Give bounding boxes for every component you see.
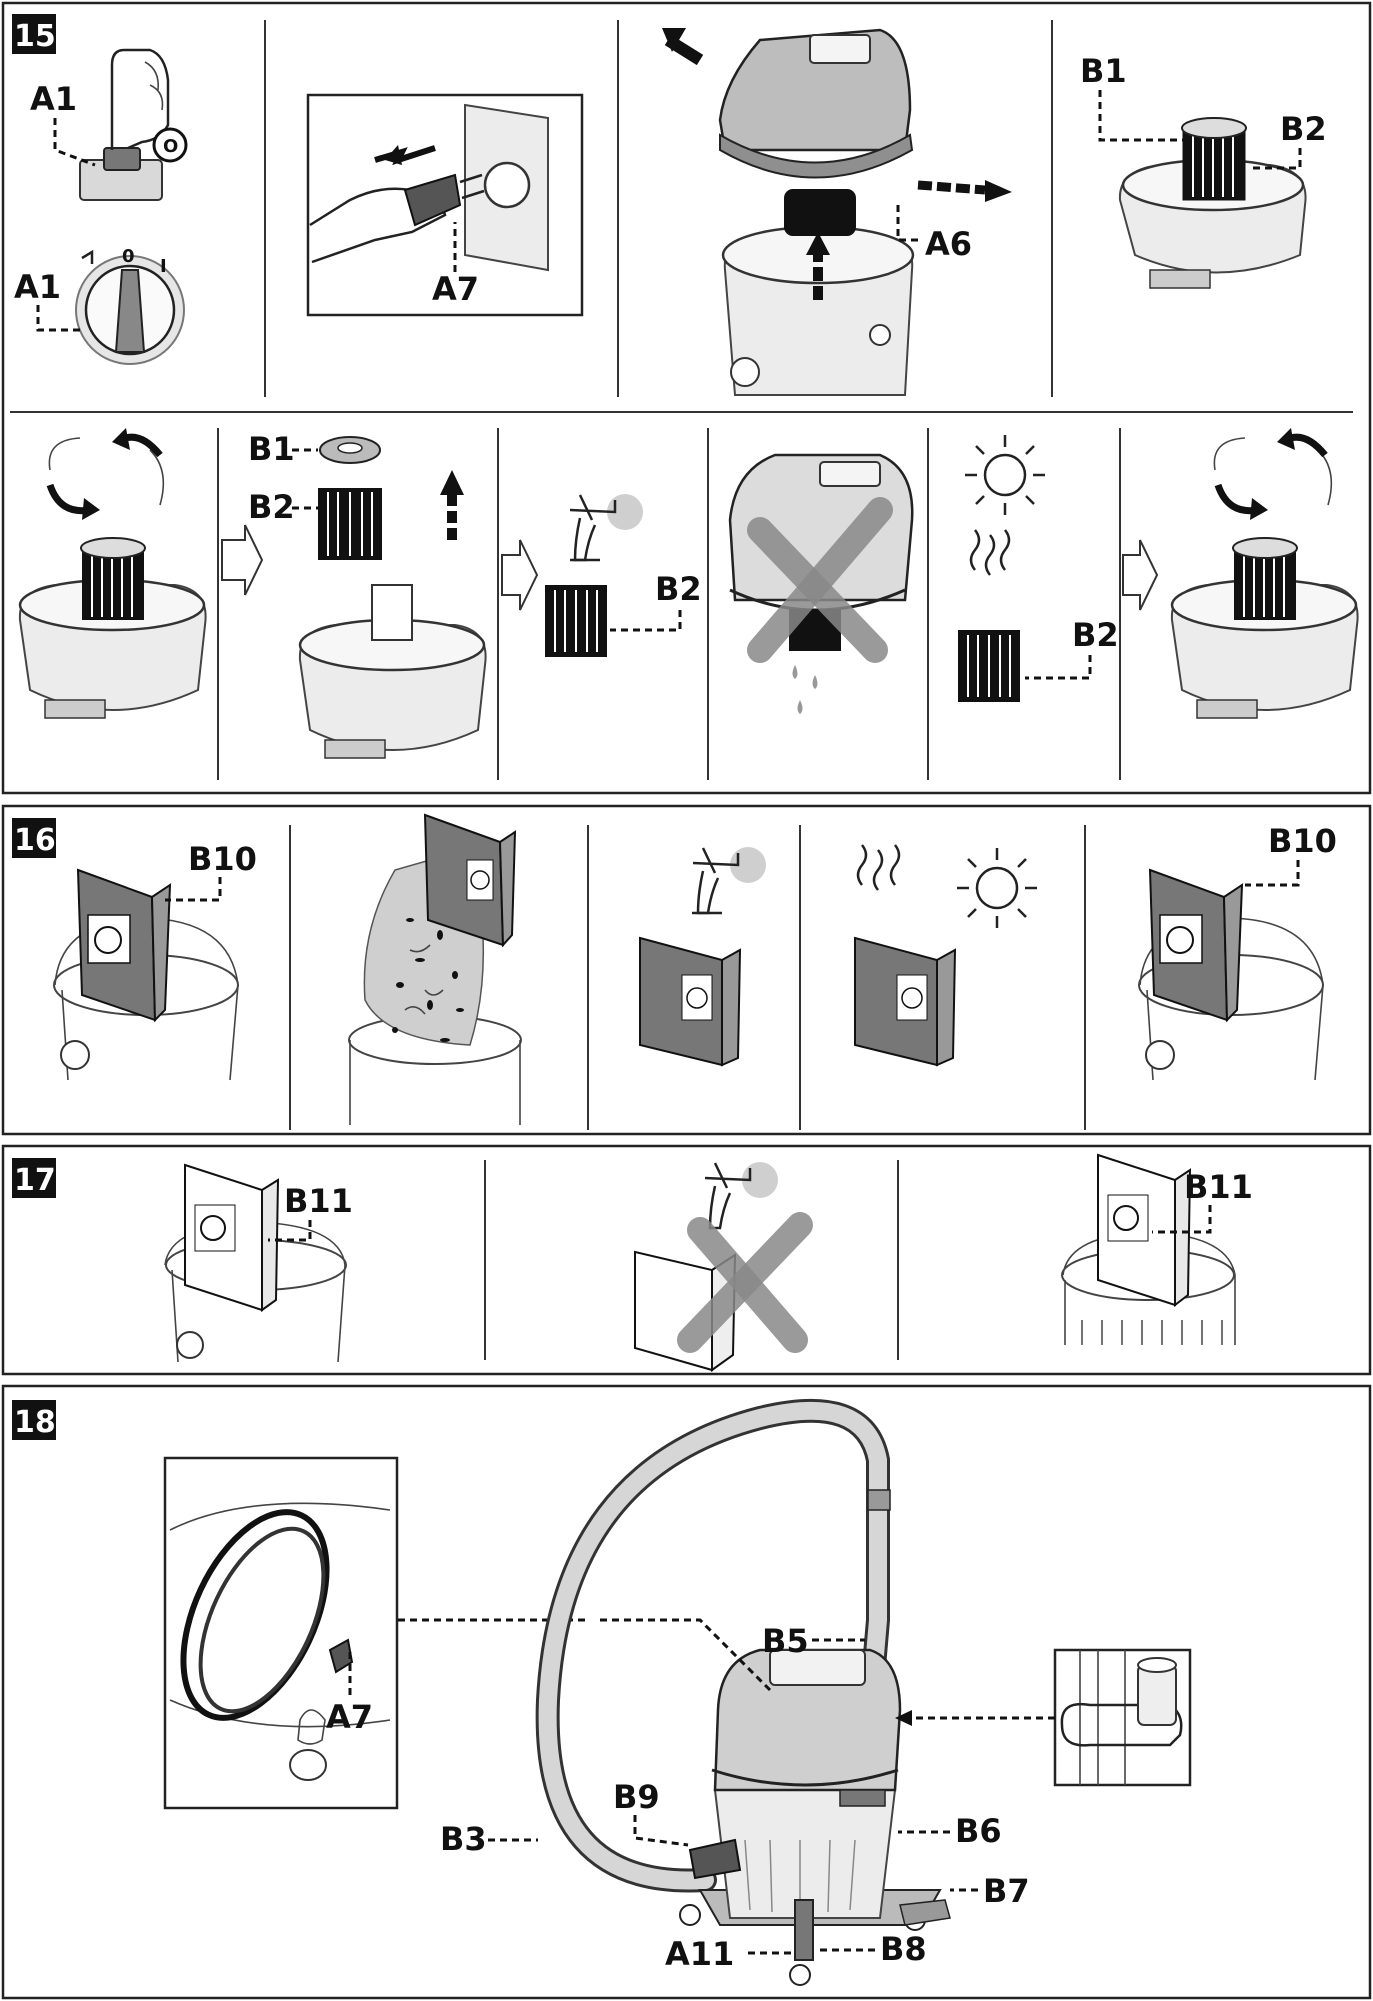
- holder-icon: [1053, 1648, 1192, 1787]
- label-b2-r2: B2: [248, 488, 295, 526]
- section-15: 15 O A1 0 I A1: [1, 1, 1372, 795]
- cartridge-filter-icon: [958, 630, 1020, 702]
- label-b7: B7: [983, 1872, 1030, 1910]
- cartridge-filter-icon: [1118, 117, 1307, 289]
- label-b5: B5: [762, 1622, 809, 1660]
- heat-waves-icon: [856, 844, 901, 891]
- section-18-badge: [12, 1400, 56, 1440]
- next-step-arrow-icon: [221, 524, 264, 596]
- off-symbol: O: [163, 136, 178, 157]
- label-a7-cord: A7: [326, 1698, 373, 1736]
- label-b11-p1: B11: [284, 1182, 353, 1220]
- dust-bag-icon: [164, 1163, 347, 1363]
- label-a1-top: A1: [30, 80, 77, 118]
- empty-bag-icon: [348, 813, 522, 1125]
- label-b11-p3: B11: [1184, 1168, 1253, 1206]
- sun-icon: [957, 848, 1037, 928]
- label-b2-p4: B2: [1280, 110, 1327, 148]
- label-b8: B8: [880, 1930, 927, 1968]
- rotate-arrow-icon: [1213, 428, 1333, 520]
- vacuum-cleaner-body: [679, 1648, 951, 1986]
- section-16: 16 B10: [1, 804, 1372, 1136]
- dust-bag-icon: [1138, 868, 1324, 1081]
- cartridge-filter-icon: [18, 537, 207, 719]
- dial-one: I: [160, 256, 167, 277]
- label-b2-dry: B2: [1072, 616, 1119, 654]
- section-18-frame: [1, 1384, 1372, 2000]
- section-18-number: 18: [14, 1405, 56, 1440]
- next-step-arrow-icon: [1122, 539, 1159, 611]
- dial-zero: 0: [122, 246, 135, 267]
- cartridge-filter-icon: [298, 436, 487, 759]
- label-a6: A6: [925, 225, 972, 263]
- section-16-badge: [12, 818, 56, 858]
- heat-waves-icon: [969, 529, 1011, 576]
- plug-unplug-icon: [306, 93, 584, 317]
- section-15-frame: [1, 1, 1372, 795]
- no-water-cross-icon: [728, 453, 914, 714]
- label-a1-bottom: A1: [14, 268, 61, 306]
- label-b1-p4: B1: [1080, 52, 1127, 90]
- section-17: 17 B11: [1, 1144, 1372, 1376]
- section-17-frame: [1, 1144, 1372, 1376]
- label-b9: B9: [613, 1778, 660, 1816]
- label-b3: B3: [440, 1820, 487, 1858]
- vacuum-head-icon: [662, 28, 1012, 396]
- label-b6: B6: [955, 1812, 1002, 1850]
- cartridge-filter-icon: [1170, 537, 1359, 719]
- next-step-arrow-icon: [501, 539, 539, 611]
- dust-bag-icon: [639, 936, 742, 1067]
- label-b2-rinse: B2: [655, 570, 702, 608]
- label-a11: A11: [665, 1935, 734, 1973]
- section-17-badge: [12, 1158, 56, 1198]
- dust-bag-icon: [854, 936, 957, 1067]
- section-17-number: 17: [14, 1163, 56, 1198]
- hand-press-icon: O: [79, 48, 188, 201]
- label-a7-unplug: A7: [432, 270, 479, 308]
- dust-bag-icon: [53, 868, 239, 1081]
- section-15-number: 15: [14, 19, 56, 54]
- label-b10-p5: B10: [1268, 822, 1337, 860]
- sun-icon: [965, 435, 1045, 515]
- label-b1-r2: B1: [248, 430, 295, 468]
- rotate-arrow-icon: [46, 428, 165, 520]
- section-16-frame: [1, 804, 1372, 1136]
- water-tap-icon: [569, 494, 643, 562]
- section-16-number: 16: [14, 823, 56, 858]
- rotary-switch-icon: 0 I: [75, 246, 185, 365]
- water-tap-icon: [692, 847, 766, 915]
- dust-bag-icon: [1061, 1153, 1236, 1345]
- section-18: 18 A7: [1, 1384, 1372, 2000]
- cable-storage-inset: [163, 1456, 399, 1810]
- section-15-badge: [12, 14, 56, 54]
- label-b10-p1: B10: [188, 840, 257, 878]
- no-water-cross-icon: [634, 1162, 813, 1372]
- cartridge-filter-icon: [545, 585, 607, 657]
